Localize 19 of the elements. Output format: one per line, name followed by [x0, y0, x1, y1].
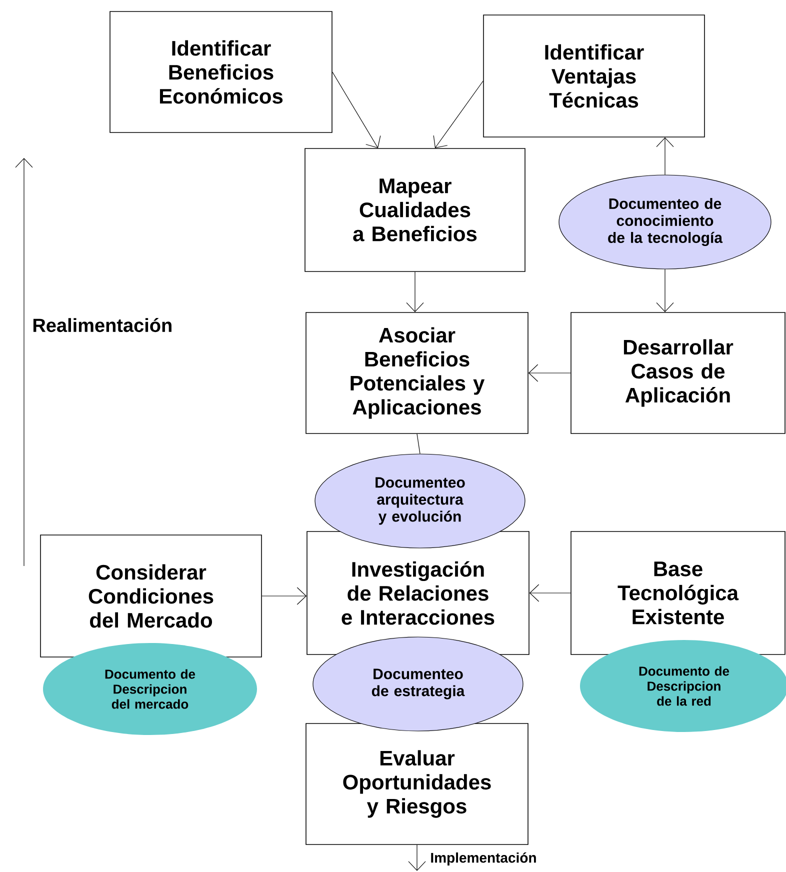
- process-box: Evaluar Oportunidades y Riesgos: [306, 723, 528, 845]
- arrow: [656, 269, 674, 312]
- arrow: [433, 80, 484, 148]
- process-box: Identificar Ventajas Técnicas: [483, 14, 705, 138]
- arrow: [262, 587, 307, 605]
- process-box: Asociar Beneficios Potenciales y Aplicaciones: [306, 312, 528, 434]
- arrow: [656, 137, 674, 175]
- arrow: [528, 364, 571, 382]
- process-box: Identificar Beneficios Económicos: [110, 11, 332, 133]
- process-box: Base Tecnológica Existente: [570, 531, 786, 655]
- process-box: Desarrollar Casos de Aplicación: [570, 312, 786, 434]
- arrow: [529, 584, 571, 602]
- arrow: [332, 72, 381, 148]
- arrow: [406, 272, 424, 312]
- arrow: [408, 844, 426, 871]
- process-box: Mapear Cualidades a Beneficios: [304, 148, 526, 272]
- process-box: Considerar Condiciones del Mercado: [40, 534, 262, 658]
- feedback-label: Realimentación: [33, 318, 172, 332]
- edge-label: Implementación: [429, 851, 538, 866]
